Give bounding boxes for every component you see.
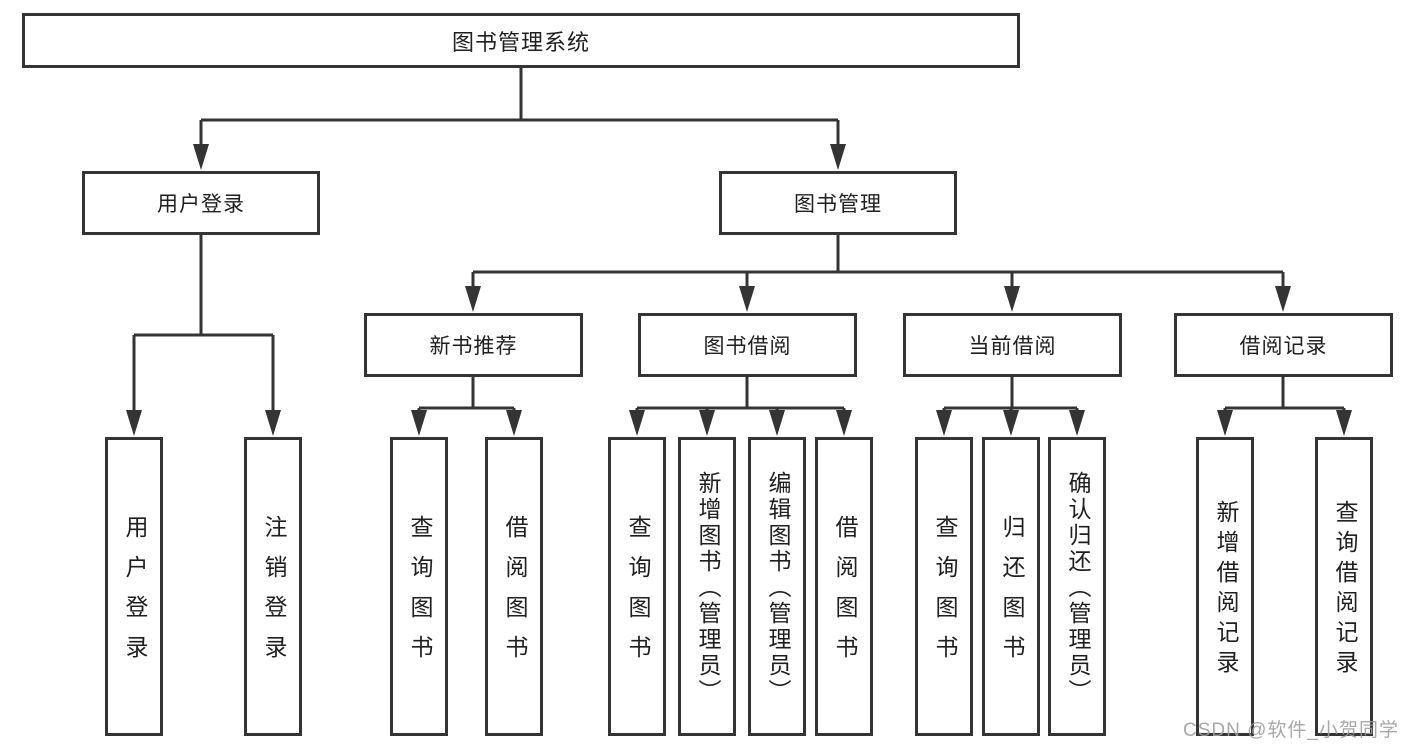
leaf-add-borrow-record: 新增借阅记录 xyxy=(1196,437,1254,736)
leaf-query-books-current: 查询图书 xyxy=(915,437,973,736)
node-current-borrow: 当前借阅 xyxy=(903,313,1122,377)
node-book-borrow: 图书借阅 xyxy=(638,313,857,377)
csdn-watermark: CSDN @软件_小贺同学 xyxy=(1183,720,1399,741)
node-borrow-records: 借阅记录 xyxy=(1174,313,1393,377)
leaf-logout: 注销登录 xyxy=(244,437,302,736)
leaf-edit-book-admin: 编辑图书（管理员） xyxy=(748,437,806,736)
leaf-return-book: 归还图书 xyxy=(982,437,1040,736)
leaf-confirm-return-admin: 确认归还（管理员） xyxy=(1048,437,1106,736)
node-library-management-system: 图书管理系统 xyxy=(22,13,1020,68)
leaf-query-books-recommend: 查询图书 xyxy=(390,437,448,736)
node-new-book-recommend: 新书推荐 xyxy=(364,313,583,377)
leaf-borrow-books-recommend: 借阅图书 xyxy=(485,437,543,736)
node-book-management: 图书管理 xyxy=(719,171,957,235)
arrowheads xyxy=(126,144,1352,436)
leaf-add-book-admin: 新增图书（管理员） xyxy=(678,437,736,736)
leaf-query-borrow-record: 查询借阅记录 xyxy=(1315,437,1373,736)
leaf-query-books-borrow: 查询图书 xyxy=(608,437,666,736)
node-user-login: 用户登录 xyxy=(82,171,320,235)
leaf-user-login: 用户登录 xyxy=(105,437,163,736)
leaf-borrow-books: 借阅图书 xyxy=(815,437,873,736)
